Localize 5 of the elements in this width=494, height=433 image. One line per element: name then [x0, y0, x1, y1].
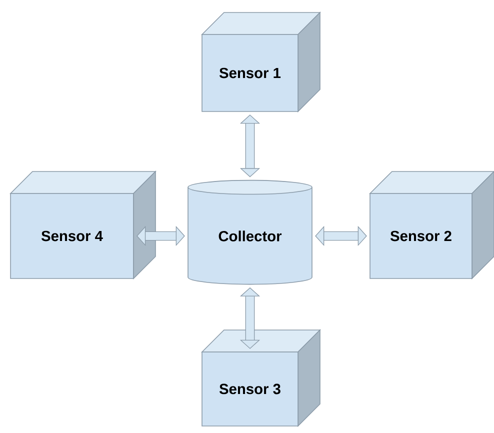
cylinder: Collector	[188, 180, 312, 285]
double-arrow	[240, 114, 260, 178]
double-arrow	[315, 226, 367, 246]
double-arrow	[240, 287, 260, 349]
double-arrow	[136, 226, 185, 246]
